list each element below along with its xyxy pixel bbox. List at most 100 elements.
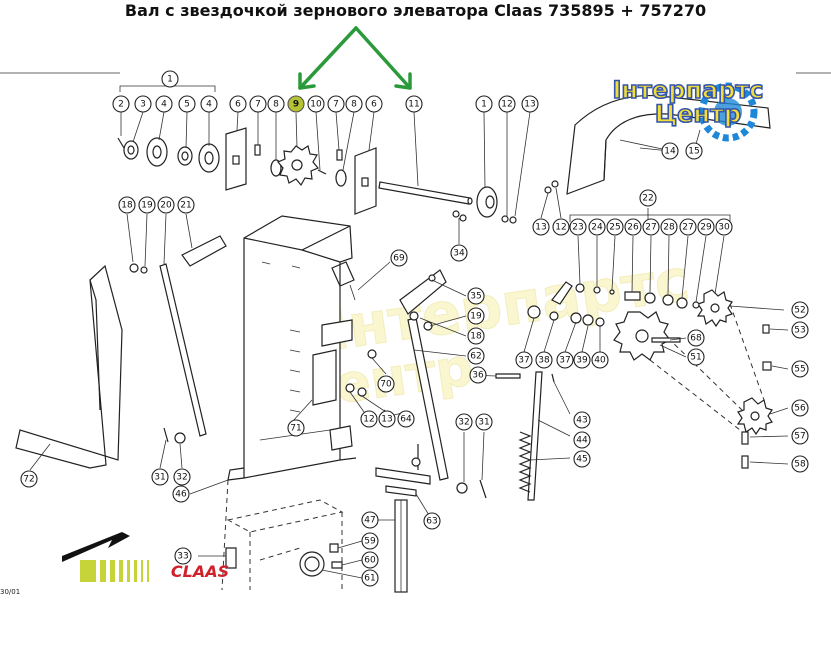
callout-52: 52	[791, 301, 809, 319]
callout-33: 33	[174, 547, 192, 565]
callout-25: 25	[606, 218, 624, 236]
callout-label: 11	[408, 100, 419, 110]
callout-11: 11	[405, 95, 423, 113]
callout-label: 27	[645, 223, 656, 233]
callout-1: 1	[161, 70, 179, 88]
callout-60: 60	[361, 551, 379, 569]
support-post	[394, 499, 408, 593]
cover-plate	[225, 127, 247, 191]
callout-label: 71	[290, 424, 301, 434]
callout-label: 10	[310, 100, 322, 110]
callout-label: 28	[663, 223, 675, 233]
diagram-title: Вал с звездочкой зернового элеватора Cla…	[124, 1, 707, 20]
callout-31: 31	[151, 468, 169, 486]
bearing-part	[123, 140, 139, 160]
callout-label: 32	[176, 473, 187, 483]
arrow-head-right	[394, 72, 412, 90]
callout-label: 26	[627, 223, 639, 233]
callout-label: 5	[184, 100, 190, 110]
callout-28: 28	[660, 218, 678, 236]
bolt-part	[117, 137, 125, 149]
callout-19: 19	[467, 307, 485, 325]
callout-label: 24	[591, 223, 603, 233]
callout-44: 44	[573, 431, 591, 449]
callout-label: 47	[364, 516, 375, 526]
brand-name: CLAAS	[171, 562, 229, 581]
callout-label: 9	[293, 100, 299, 110]
callout-label: 44	[576, 436, 588, 446]
callout-15: 15	[685, 142, 703, 160]
callout-label: 18	[470, 332, 482, 342]
callout-label: 56	[794, 404, 806, 414]
bottom-small-parts	[163, 321, 487, 577]
callout-label: 13	[535, 223, 546, 233]
callout-label: 52	[794, 306, 805, 316]
callout-72: 72	[20, 470, 38, 488]
callout-label: 7	[255, 100, 261, 110]
callout-34: 34	[450, 244, 468, 262]
callout-label: 64	[400, 415, 412, 425]
callout-45: 45	[573, 450, 591, 468]
callout-label: 60	[364, 556, 376, 566]
callout-13: 13	[532, 218, 550, 236]
callout-label: 68	[690, 334, 702, 344]
callout-62: 62	[467, 347, 485, 365]
callout-14: 14	[661, 142, 679, 160]
callout-label: 70	[380, 380, 392, 390]
callout-label: 61	[364, 574, 375, 584]
callout-13: 13	[378, 410, 396, 428]
callout-58: 58	[791, 455, 809, 473]
interparts-logo: Інтерпартс Центр	[612, 75, 764, 142]
callout-label: 21	[180, 201, 191, 211]
callout-label: 1	[481, 100, 487, 110]
callout-68: 68	[687, 329, 705, 347]
callout-label: 36	[472, 371, 484, 381]
callout-13: 13	[521, 95, 539, 113]
callout-label: 14	[664, 147, 676, 157]
callout-18: 18	[118, 196, 136, 214]
callout-57: 57	[791, 427, 809, 445]
callout-61: 61	[361, 569, 379, 587]
callout-70: 70	[377, 375, 395, 393]
callout-label: 13	[524, 100, 535, 110]
callout-label: 63	[426, 517, 437, 527]
callout-label: 8	[273, 100, 279, 110]
callout-31: 31	[475, 413, 493, 431]
callout-6: 6	[365, 95, 383, 113]
callout-24: 24	[588, 218, 606, 236]
shaft-part	[378, 181, 471, 205]
callout-label: 15	[688, 147, 699, 157]
callout-label: 72	[23, 475, 34, 485]
callout-38: 38	[535, 351, 553, 369]
callout-37: 37	[556, 351, 574, 369]
callout-label: 4	[206, 100, 212, 110]
elevator-housing	[227, 215, 357, 481]
pin-part	[317, 169, 327, 175]
callout-label: 43	[576, 416, 587, 426]
callout-label: 20	[160, 201, 172, 211]
callout-label: 31	[154, 473, 165, 483]
chute-part	[15, 264, 123, 469]
callout-label: 31	[478, 418, 489, 428]
callout-9: 9	[287, 95, 305, 113]
callout-7: 7	[327, 95, 345, 113]
callout-label: 40	[594, 356, 606, 366]
callout-label: 58	[794, 460, 806, 470]
right-linkage	[375, 269, 449, 497]
callout-55: 55	[791, 360, 809, 378]
arrow-to-shaft	[354, 26, 412, 90]
callout-29: 29	[697, 218, 715, 236]
callout-12: 12	[498, 95, 516, 113]
arrow-to-sprocket	[298, 26, 358, 90]
arrow-head-left	[298, 72, 316, 90]
callout-label: 46	[175, 490, 187, 500]
callout-label: 13	[381, 415, 392, 425]
callout-label: 37	[559, 356, 570, 366]
callout-label: 30	[718, 223, 730, 233]
callout-label: 12	[555, 223, 566, 233]
callout-21: 21	[177, 196, 195, 214]
left-rods	[129, 235, 227, 437]
callout-label: 6	[371, 100, 377, 110]
callout-12: 12	[552, 218, 570, 236]
callout-label: 39	[576, 356, 588, 366]
